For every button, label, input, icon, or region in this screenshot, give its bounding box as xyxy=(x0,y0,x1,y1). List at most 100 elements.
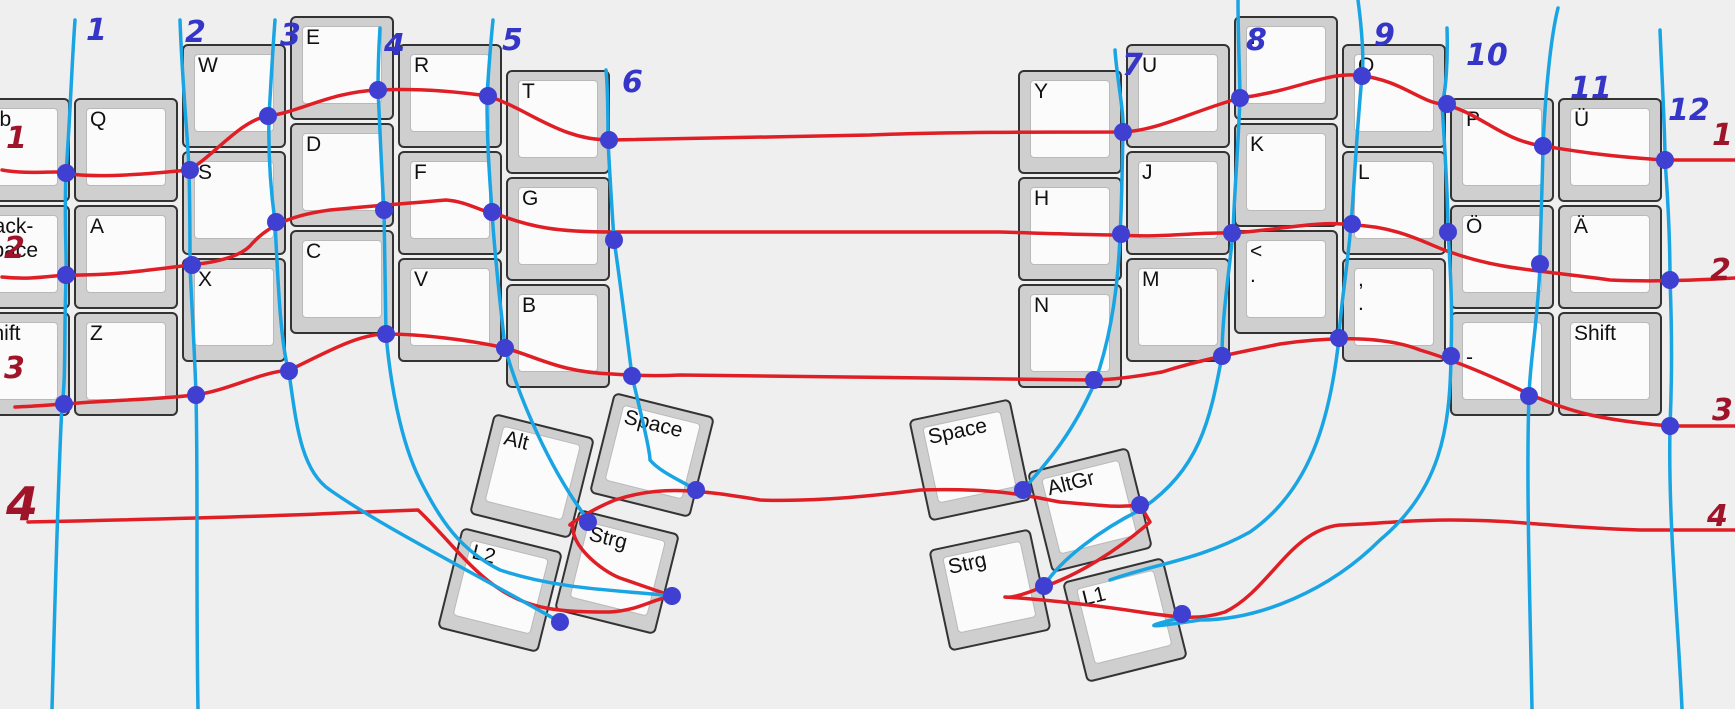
column-line-10 xyxy=(1152,26,1454,628)
column-line-11 xyxy=(1526,6,1560,709)
key-n: N xyxy=(1018,284,1122,388)
key-label: C xyxy=(306,240,322,263)
row-line-3 xyxy=(13,332,1735,428)
key-label: G xyxy=(522,187,539,210)
column-number-7: 7 xyxy=(1122,48,1143,83)
matrix-node xyxy=(1014,481,1032,499)
column-line-5 xyxy=(485,18,590,522)
matrix-node xyxy=(1439,223,1457,241)
key-backspace: back- space xyxy=(0,205,70,309)
key-label: Shift xyxy=(1574,322,1617,345)
key-m: M xyxy=(1126,258,1230,362)
key-label: Q xyxy=(90,108,107,131)
matrix-node xyxy=(1223,224,1241,242)
key-x: X xyxy=(182,258,286,362)
keycap-face xyxy=(0,215,58,293)
column-number-5: 5 xyxy=(502,23,523,58)
matrix-node xyxy=(1661,417,1679,435)
matrix-node xyxy=(259,107,277,125)
row-number-1-left: 1 xyxy=(6,121,27,156)
matrix-node xyxy=(1534,137,1552,155)
key-label: H xyxy=(1034,187,1050,210)
key-label: Y xyxy=(1034,80,1049,103)
matrix-node xyxy=(183,256,201,274)
row-number-3-left: 3 xyxy=(4,351,25,386)
matrix-node xyxy=(280,362,298,380)
keycap-face xyxy=(1246,26,1326,104)
matrix-node xyxy=(1531,255,1549,273)
keycap-face xyxy=(0,322,58,400)
column-number-6: 6 xyxy=(622,65,643,100)
key-comma: , . xyxy=(1342,258,1446,362)
key-label: E xyxy=(306,26,321,49)
matrix-node xyxy=(57,266,75,284)
key-tab: tab xyxy=(0,98,70,202)
column-number-4: 4 xyxy=(383,28,405,63)
key-minus: - xyxy=(1450,312,1554,416)
key-label: L xyxy=(1358,161,1370,184)
key-label: , . xyxy=(1358,268,1364,315)
key-shift-right: Shift xyxy=(1558,312,1662,416)
key-label: J xyxy=(1142,161,1153,184)
key-label: K xyxy=(1250,133,1265,156)
key-v: V xyxy=(398,258,502,362)
matrix-node xyxy=(1442,347,1460,365)
key-label: S xyxy=(198,161,213,184)
row-line-1 xyxy=(0,73,1735,178)
matrix-node xyxy=(496,339,514,357)
keycap-face xyxy=(1030,187,1110,265)
keycap-face xyxy=(1570,322,1650,400)
column-number-10: 10 xyxy=(1466,38,1508,73)
key-p: P xyxy=(1450,98,1554,202)
matrix-node xyxy=(551,613,569,631)
key-y: Y xyxy=(1018,70,1122,174)
key-j: J xyxy=(1126,151,1230,255)
key-label: Ü xyxy=(1574,108,1590,131)
matrix-node xyxy=(1438,95,1456,113)
key-h: H xyxy=(1018,177,1122,281)
row-line-2 xyxy=(0,198,1735,283)
matrix-node xyxy=(1231,89,1249,107)
key-i: I xyxy=(1234,16,1338,120)
keycap-face xyxy=(86,215,166,293)
matrix-node xyxy=(479,87,497,105)
key-label: Z xyxy=(90,322,103,345)
key-label: T xyxy=(522,80,535,103)
column-number-9: 9 xyxy=(1374,18,1395,53)
key-label: tab xyxy=(0,108,12,131)
keycap-face xyxy=(1570,108,1650,186)
key-t: T xyxy=(506,70,610,174)
keycap-face xyxy=(410,268,490,346)
keycap-face xyxy=(194,54,274,132)
column-number-11: 11 xyxy=(1570,71,1612,106)
keycap-face xyxy=(1246,240,1326,318)
row-number-2-right: 2 xyxy=(1710,253,1731,288)
key-label: R xyxy=(414,54,430,77)
keycap-face xyxy=(194,268,274,346)
matrix-node xyxy=(1173,605,1191,623)
key-label: I xyxy=(1250,26,1256,49)
key-label: W xyxy=(198,54,218,77)
matrix-node xyxy=(1114,123,1132,141)
matrix-node xyxy=(1035,577,1053,595)
keycap-face xyxy=(1138,161,1218,239)
keycap-face xyxy=(1138,268,1218,346)
keycap-face xyxy=(1354,54,1434,132)
column-line-6 xyxy=(604,68,698,492)
keycap-face xyxy=(1462,108,1542,186)
matrix-node xyxy=(1112,225,1130,243)
keycap-face xyxy=(518,80,598,158)
key-g: G xyxy=(506,177,610,281)
row-number-4-right: 4 xyxy=(1706,499,1728,534)
keycap-face xyxy=(1246,133,1326,211)
key-label: M xyxy=(1142,268,1160,291)
key-label: back- space xyxy=(0,215,39,262)
key-label: A xyxy=(90,215,105,238)
matrix-node xyxy=(579,513,597,531)
key-label: B xyxy=(522,294,537,317)
column-number-2: 2 xyxy=(185,15,206,50)
matrix-node xyxy=(600,131,618,149)
matrix-node xyxy=(605,231,623,249)
key-label: D xyxy=(306,133,322,156)
